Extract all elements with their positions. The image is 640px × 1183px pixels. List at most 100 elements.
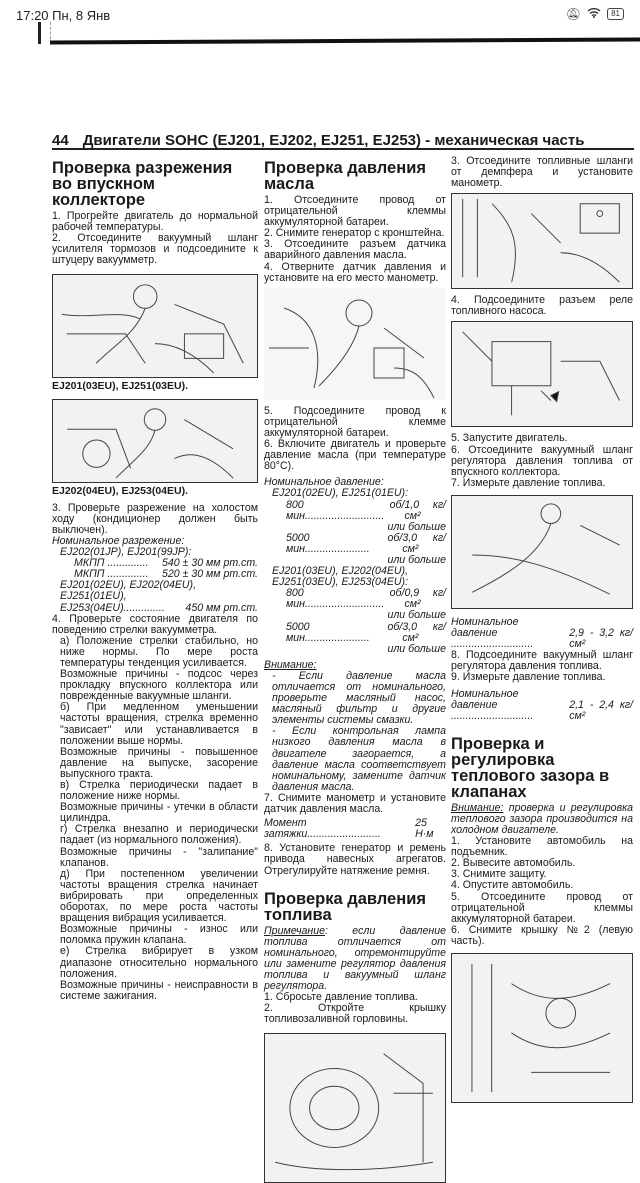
attention-label: Внимание:: [451, 801, 504, 814]
spec-row: 5000 об/мин......................3,0 кг/…: [286, 620, 446, 644]
step: 5. Подсоедините провод к отрицательной к…: [264, 404, 446, 439]
spec-models: EJ251(01EU),: [60, 590, 127, 603]
list-item: Возможные причины - подсос через проклад…: [60, 668, 258, 703]
page-number: 44: [52, 132, 69, 149]
spec-label: Номинальное: [451, 615, 519, 628]
figure-fuel-filler: [264, 1033, 446, 1183]
step: 7. Снимите манометр и установите датчик …: [264, 791, 446, 816]
spec-label: Номинальное давление:: [264, 476, 384, 489]
step: 1. Прогрейте двигатель до нормальной раб…: [52, 210, 258, 234]
section-heading: Проверка давления масла: [264, 159, 426, 193]
figure-fuel-pressure-gauge: [451, 494, 633, 609]
step: 3. Отсоедините топливные шланги от демпф…: [451, 155, 633, 190]
list-item: б) При медленном уменьшении частоты вращ…: [60, 701, 258, 747]
list-item: Возможные причины - неисправности в сист…: [60, 978, 258, 1002]
spec-row: МКПП ..............520 ± 30 мм рт.ст.: [74, 568, 258, 581]
step: 4. Проверьте состояние двигателя по пове…: [52, 612, 258, 636]
step: 8. Установите генератор и ремень привода…: [264, 842, 446, 877]
attention-label: Внимание:: [264, 658, 317, 671]
section-heading: Проверка давления топлива: [264, 889, 426, 924]
note-text: : если давление топлива отличается от но…: [264, 924, 446, 993]
spec-models: EJ201(02EU), EJ202(04EU),: [60, 579, 197, 592]
spec-models: EJ201(03EU), EJ202(04EU),: [272, 565, 409, 578]
page-edge: [50, 22, 51, 44]
wifi-icon: [587, 7, 601, 21]
step: 3. Отсоедините разъем датчика аварийного…: [264, 238, 446, 262]
attention-text: - Если контрольная лампа низкого давлени…: [272, 725, 446, 793]
page-title: Двигатели SOHC (EJ201, EJ202, EJ251, EJ2…: [82, 132, 585, 149]
column-2: Проверка давления масла 1. Отсоедините п…: [264, 156, 446, 1183]
diagnosis-list: а) Положение стрелки стабильно, но ниже …: [52, 634, 258, 1002]
list-item: Возможные причины - утечки в области цил…: [60, 801, 258, 825]
text-cursor: [38, 22, 41, 44]
list-item: в) Стрелка периодически падает в положен…: [60, 779, 258, 803]
figure-valve-cover: [451, 953, 633, 1103]
list-item: а) Положение стрелки стабильно, но ниже …: [60, 634, 258, 669]
spec-label: Номинальное разрежение:: [52, 534, 185, 547]
spec-note: или больше: [387, 553, 446, 566]
list-item: г) Стрелка внезапно и периодически падае…: [60, 823, 258, 847]
figure-caption: EJ201(03EU), EJ251(03EU).: [52, 380, 188, 393]
spec-row: 5000 об/мин......................3,0 кг/…: [286, 531, 446, 555]
status-icons: 🔕︎ 81: [566, 7, 624, 21]
spec-note: или больше: [387, 520, 446, 533]
step: 6. Отсоедините вакуумный шланг регулятор…: [451, 443, 633, 478]
list-item: д) При постепенном увеличении частоты вр…: [60, 867, 258, 925]
spec-row: EJ253(04EU)..............450 мм рт.ст.: [60, 601, 258, 614]
step: 8. Подсоедините вакуумный шланг регулято…: [451, 649, 633, 673]
spec-models: EJ202(01JP), EJ201(99JP):: [60, 546, 192, 559]
step: 7. Измерьте давление топлива.: [451, 476, 606, 489]
spec-models: EJ251(03EU), EJ253(04EU):: [272, 576, 409, 589]
figure-fuel-pump-relay: [451, 321, 633, 428]
step: 2. Откройте крышку топливозаливной горло…: [264, 1002, 446, 1026]
spec-note: или больше: [387, 642, 446, 655]
torque-row: Момент затяжки.........................2…: [264, 817, 434, 841]
step: 3. Проверьте разрежение на холостом ходу…: [52, 501, 258, 536]
mute-bell-icon: 🔕︎: [565, 7, 582, 21]
step: 4. Отверните датчик давления и установит…: [264, 260, 446, 284]
step: 1. Сбросьте давление топлива.: [264, 991, 418, 1004]
figure-vacuum-gauge-1: [52, 274, 258, 379]
spec-models: EJ201(02EU), EJ251(01EU):: [272, 487, 409, 500]
section-heading: Проверка и регулировка теплового зазора …: [451, 734, 610, 801]
figure-vacuum-gauge-2: [52, 398, 258, 483]
step: 5. Отсоедините провод от отрицательной к…: [451, 890, 633, 925]
step: 2. Вывесите автомобиль.: [451, 857, 576, 870]
step: 4. Опустите автомобиль.: [451, 879, 574, 892]
attention-text: проверка и регулировка теплового зазора …: [451, 801, 633, 836]
list-item: Возможные причины - "залипание" клапанов…: [60, 845, 258, 869]
step: 5. Запустите двигатель.: [451, 432, 568, 445]
step: 2. Отсоедините вакуумный шланг усилителя…: [52, 232, 258, 267]
list-item: е) Стрелка вибрирует в узком диапазоне о…: [60, 945, 258, 980]
step: 1. Установите автомобиль на подъемник.: [451, 835, 633, 859]
note-label: Примечание: [264, 924, 326, 937]
status-bar: 17:20 Пн, 8 Янв 🔕︎ 81: [0, 0, 640, 28]
spec-label: Номинальное: [451, 687, 519, 700]
step: 6. Включите двигатель и проверьте давлен…: [264, 438, 446, 473]
status-time: 17:20 Пн, 8 Янв: [16, 8, 111, 23]
battery-icon: 81: [607, 8, 624, 20]
step: 3. Снимите защиту.: [451, 868, 547, 881]
page-header: 44 Двигатели SOHC (EJ201, EJ202, EJ251, E…: [52, 132, 634, 150]
section-heading: Проверка разрежения во впускном коллекто…: [52, 159, 233, 209]
step: 1. Отсоедините провод от отрицательной к…: [264, 194, 446, 229]
spec-row: 800 об/мин...........................1,0…: [286, 498, 446, 522]
column-3: 3. Отсоедините топливные шланги от демпф…: [451, 155, 633, 1103]
spec-row: давление ............................2,1…: [451, 698, 633, 722]
spec-row: давление ............................2,9…: [451, 627, 633, 651]
figure-caption: EJ202(04EU), EJ253(04EU).: [52, 484, 188, 497]
figure-fuel-gauge-install: [451, 193, 633, 290]
step: 4. Подсоедините разъем реле топливного н…: [451, 294, 633, 318]
column-1: Проверка разрежения во впускном коллекто…: [52, 156, 258, 1002]
list-item: Возможные причины - износ или поломка пр…: [60, 923, 258, 947]
step: 6. Снимите крышку №2 (левую часть).: [451, 923, 633, 947]
spec-note: или больше: [387, 609, 446, 622]
figure-oil-pressure-gauge: [264, 287, 446, 400]
attention-text: - Если давление масла отличается от номи…: [272, 669, 446, 727]
step: 2. Снимите генератор с кронштейна.: [264, 227, 445, 240]
list-item: Возможные причины - повышенное давление …: [60, 745, 258, 780]
scan-edge: [50, 37, 640, 45]
spec-row: МКПП ..............540 ± 30 мм рт.ст.: [74, 557, 258, 570]
spec-row: 800 об/мин...........................0,9…: [286, 587, 446, 611]
step: 9. Измерьте давление топлива.: [451, 671, 606, 684]
